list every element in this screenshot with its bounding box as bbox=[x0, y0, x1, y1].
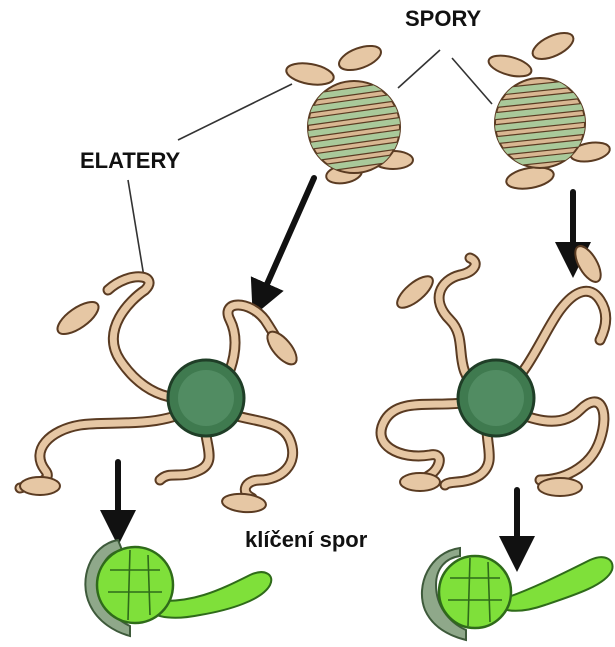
elater-tip bbox=[392, 271, 437, 313]
elater-tip bbox=[285, 60, 336, 88]
germinating-cell-mass bbox=[439, 556, 511, 628]
elater-tip bbox=[336, 41, 384, 75]
elater-tip bbox=[538, 478, 582, 496]
elater-tip bbox=[20, 477, 60, 495]
germinating-cell-mass bbox=[97, 547, 173, 623]
leader-elatery-top bbox=[178, 84, 292, 140]
elater-tip bbox=[53, 296, 104, 340]
germinating-spore-left bbox=[85, 540, 271, 636]
leader-spory-right bbox=[452, 58, 492, 104]
arrow-spore-to-uncoiled-left bbox=[260, 178, 314, 300]
spore-with-coiled-elaters-right bbox=[484, 28, 611, 192]
elater-tip bbox=[570, 242, 606, 286]
spore-core-highlight bbox=[468, 370, 524, 426]
elater-tip bbox=[486, 52, 533, 81]
leader-spory-left bbox=[398, 50, 440, 88]
label-kliceni-spor: klíčení spor bbox=[245, 527, 367, 553]
label-spory: SPORY bbox=[405, 6, 481, 32]
uncoiled-elaters-right bbox=[381, 242, 606, 496]
germinating-spore-right bbox=[422, 548, 613, 640]
elater-tip bbox=[400, 473, 440, 491]
germ-tube bbox=[500, 557, 613, 611]
elater-tip bbox=[529, 28, 577, 65]
leader-elatery-down bbox=[128, 180, 144, 277]
uncoiled-elaters-left bbox=[20, 277, 302, 514]
spore-core-highlight bbox=[178, 370, 234, 426]
label-elatery: ELATERY bbox=[80, 148, 180, 174]
elater-tip bbox=[262, 327, 302, 369]
elater-tip bbox=[221, 492, 266, 514]
spore-with-coiled-elaters-left bbox=[285, 41, 415, 186]
